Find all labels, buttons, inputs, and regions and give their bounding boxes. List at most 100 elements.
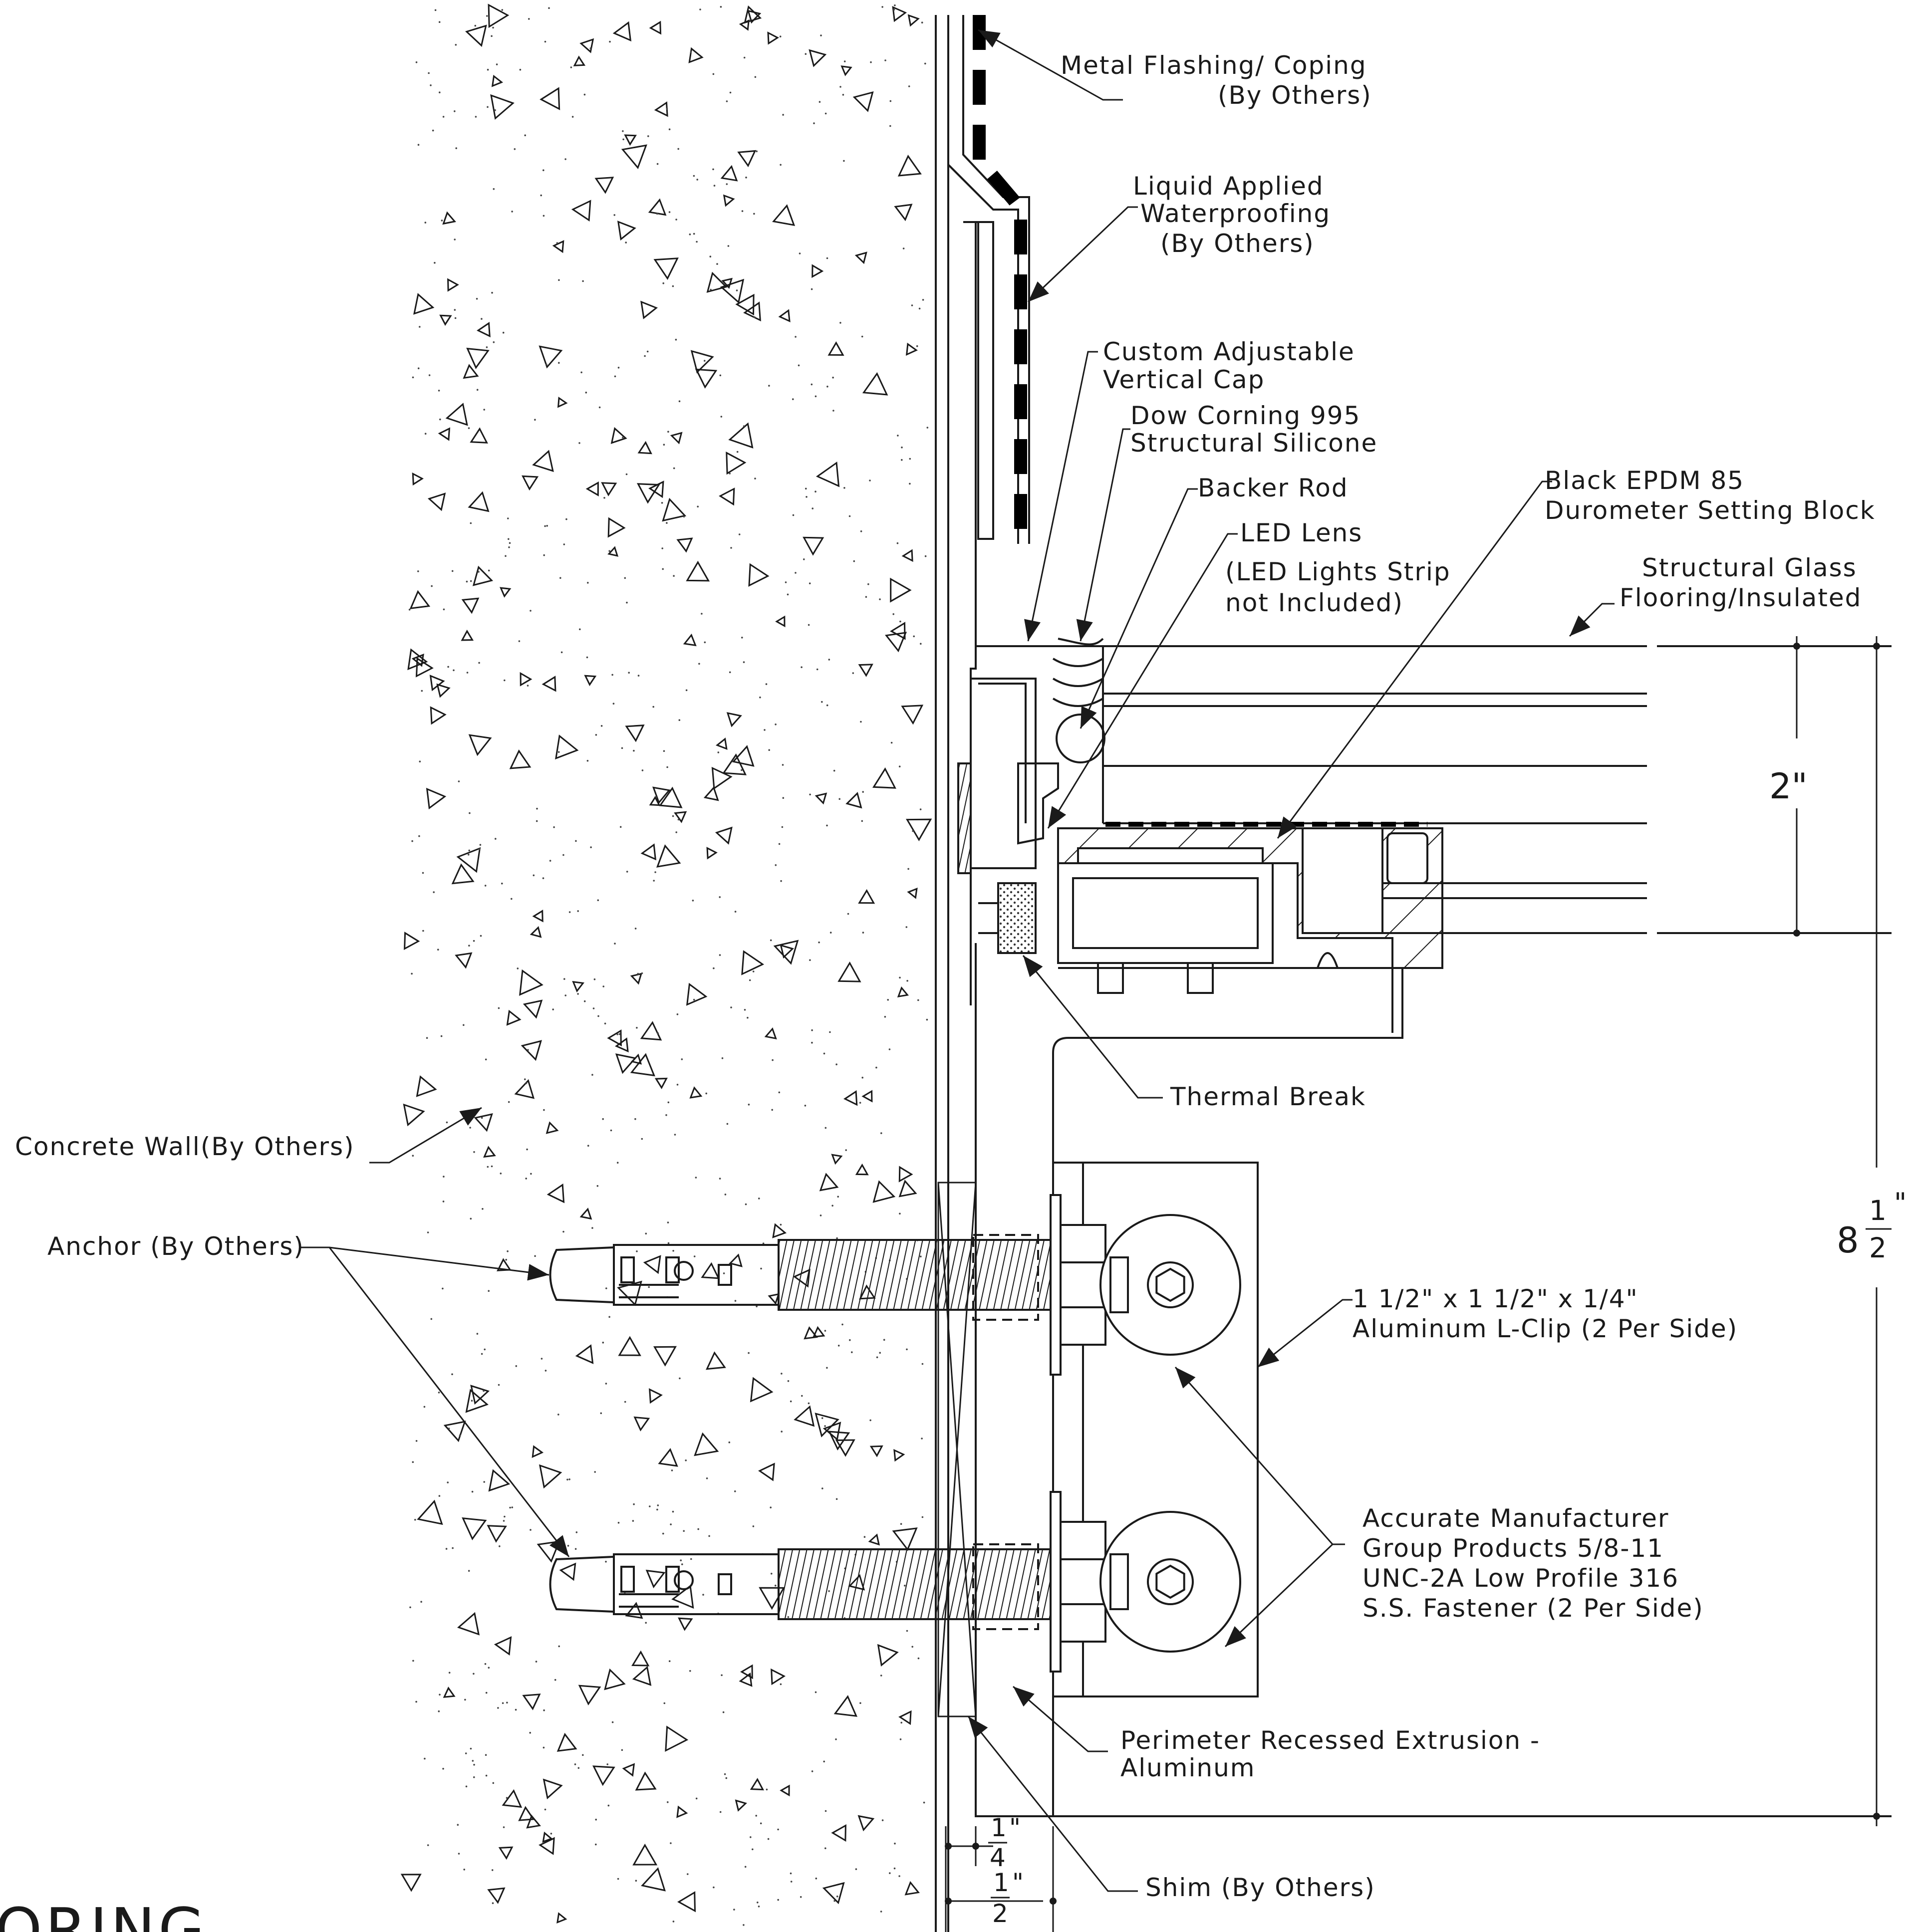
aggregate-dot	[533, 874, 535, 877]
aggregate-mark	[706, 847, 718, 860]
aggregate-dot	[848, 515, 851, 517]
aggregate-dot	[558, 362, 560, 364]
aggregate-mark	[633, 1416, 650, 1432]
aggregate-dot	[687, 1873, 689, 1875]
callout-metal-flashing-line1: Metal Flashing/ Coping	[1061, 51, 1367, 80]
aggregate-mark	[457, 1612, 480, 1636]
aggregate-mark	[905, 818, 932, 841]
aggregate-dot	[771, 1109, 773, 1111]
aggregate-dot	[808, 624, 810, 626]
aggregate-dot	[681, 1563, 683, 1565]
aggregate-dot	[838, 798, 840, 800]
aggregate-dot	[471, 1490, 474, 1493]
aggregate-mark	[739, 1672, 753, 1687]
aggregate-dot	[785, 581, 787, 583]
aggregate-dot	[622, 130, 624, 132]
aggregate-mark	[607, 1029, 622, 1047]
callout-thermal-break: Thermal Break	[1170, 1082, 1366, 1111]
aggregate-dot	[690, 51, 692, 53]
aggregate-dot	[849, 1339, 851, 1341]
aggregate-dot	[503, 1520, 505, 1522]
aggregate-mark	[694, 1432, 719, 1456]
aggregate-dot	[491, 1869, 494, 1871]
aggregate-dot	[674, 1134, 676, 1136]
aggregate-dot	[442, 116, 445, 118]
aggregate-mark	[890, 577, 912, 603]
aggregate-dot	[836, 1237, 838, 1239]
aggregate-mark	[837, 961, 861, 982]
aggregate-dot	[543, 1746, 545, 1749]
aggregate-dot	[662, 282, 664, 284]
aggregate-dot	[438, 390, 440, 392]
aggregate-dot	[535, 1661, 538, 1663]
aggregate-dot	[471, 1400, 473, 1402]
aggregate-dot	[804, 1105, 807, 1107]
aggregate-dot	[821, 1487, 823, 1489]
aggregate-mark	[487, 1525, 507, 1543]
aggregate-dot	[898, 765, 901, 767]
aggregate-dot	[501, 882, 503, 885]
aggregate-dot	[552, 1008, 554, 1010]
aggregate-dot	[647, 135, 649, 137]
aggregate-dot	[696, 179, 698, 181]
aggregate-dot	[499, 1545, 501, 1547]
aggregate-mark	[743, 301, 761, 322]
aggregate-mark	[625, 724, 645, 742]
aggregate-dot	[626, 601, 628, 604]
aggregate-dot	[693, 998, 695, 1001]
aggregate-dot	[587, 1145, 589, 1147]
aggregate-dot	[657, 1032, 659, 1034]
aggregate-dot	[883, 1339, 885, 1341]
aggregate-dot	[498, 1384, 500, 1386]
aggregate-dot	[921, 1363, 924, 1365]
aggregate-mark	[426, 787, 447, 810]
aggregate-dot	[837, 1345, 840, 1347]
aggregate-dot	[434, 261, 436, 264]
aggregate-dot	[894, 1842, 896, 1845]
aggregate-dot	[595, 734, 597, 736]
aggregate-dot	[508, 538, 510, 540]
aggregate-mark	[416, 1075, 437, 1097]
aggregate-mark	[461, 597, 480, 614]
aggregate-dot	[592, 1007, 595, 1009]
aggregate-dot	[819, 1214, 822, 1216]
aggregate-dot	[442, 1768, 444, 1770]
aggregate-dot	[530, 1529, 532, 1531]
aggregate-dot	[468, 427, 470, 429]
aggregate-mark	[637, 441, 652, 455]
aggregate-mark	[477, 321, 491, 338]
aggregate-mark	[483, 1146, 496, 1158]
aggregate-dot	[795, 572, 797, 574]
aggregate-dot	[729, 671, 731, 674]
aggregate-dot	[546, 525, 548, 527]
aggregate-dot	[734, 1300, 737, 1302]
aggregate-dot	[926, 427, 929, 429]
aggregate-mark	[640, 1021, 662, 1041]
aggregate-dot	[582, 1754, 584, 1756]
aggregate-dot	[696, 241, 698, 243]
aggregate-dot	[790, 1872, 792, 1875]
aggregate-dot	[515, 1708, 517, 1711]
aggregate-dot	[881, 1819, 884, 1821]
aggregate-dot	[663, 750, 665, 752]
aggregate-mark	[617, 221, 636, 241]
aggregate-dot	[505, 1258, 507, 1261]
aggregate-mark	[750, 1778, 765, 1791]
aggregate-dot	[422, 930, 424, 932]
aggregate-dot	[899, 1212, 901, 1215]
aggregate-dot	[835, 1498, 838, 1500]
aggregate-dot	[760, 1822, 762, 1825]
aggregate-mark	[858, 889, 875, 904]
aggregate-mark	[722, 753, 747, 775]
aggregate-mark	[462, 1517, 487, 1540]
aggregate-dot	[493, 188, 495, 190]
aggregate-dot	[815, 490, 816, 492]
aggregate-dot	[613, 214, 615, 216]
aggregate-dot	[548, 7, 550, 9]
aggregate-mark	[607, 546, 619, 557]
aggregate-dot	[889, 100, 892, 102]
overall-height-den: 2	[1869, 1232, 1887, 1264]
aggregate-dot	[824, 1330, 826, 1332]
aggregate-dot	[657, 1504, 659, 1506]
